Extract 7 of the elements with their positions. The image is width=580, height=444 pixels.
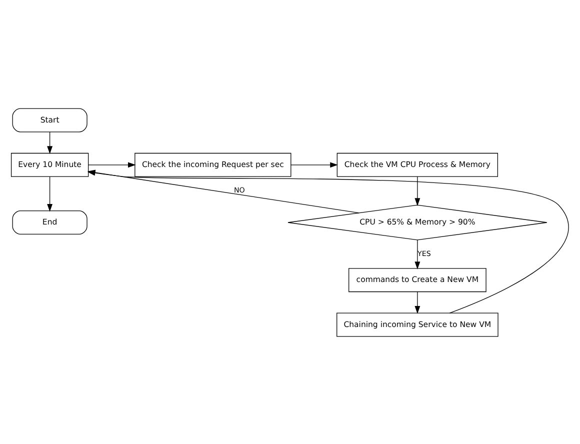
- arrow: [414, 291, 420, 314]
- arrow: [414, 239, 420, 269]
- arrow: [47, 131, 53, 154]
- arrow: [88, 162, 136, 168]
- arrow: [414, 176, 420, 206]
- arrow: [47, 176, 53, 212]
- arrow: [290, 162, 338, 168]
